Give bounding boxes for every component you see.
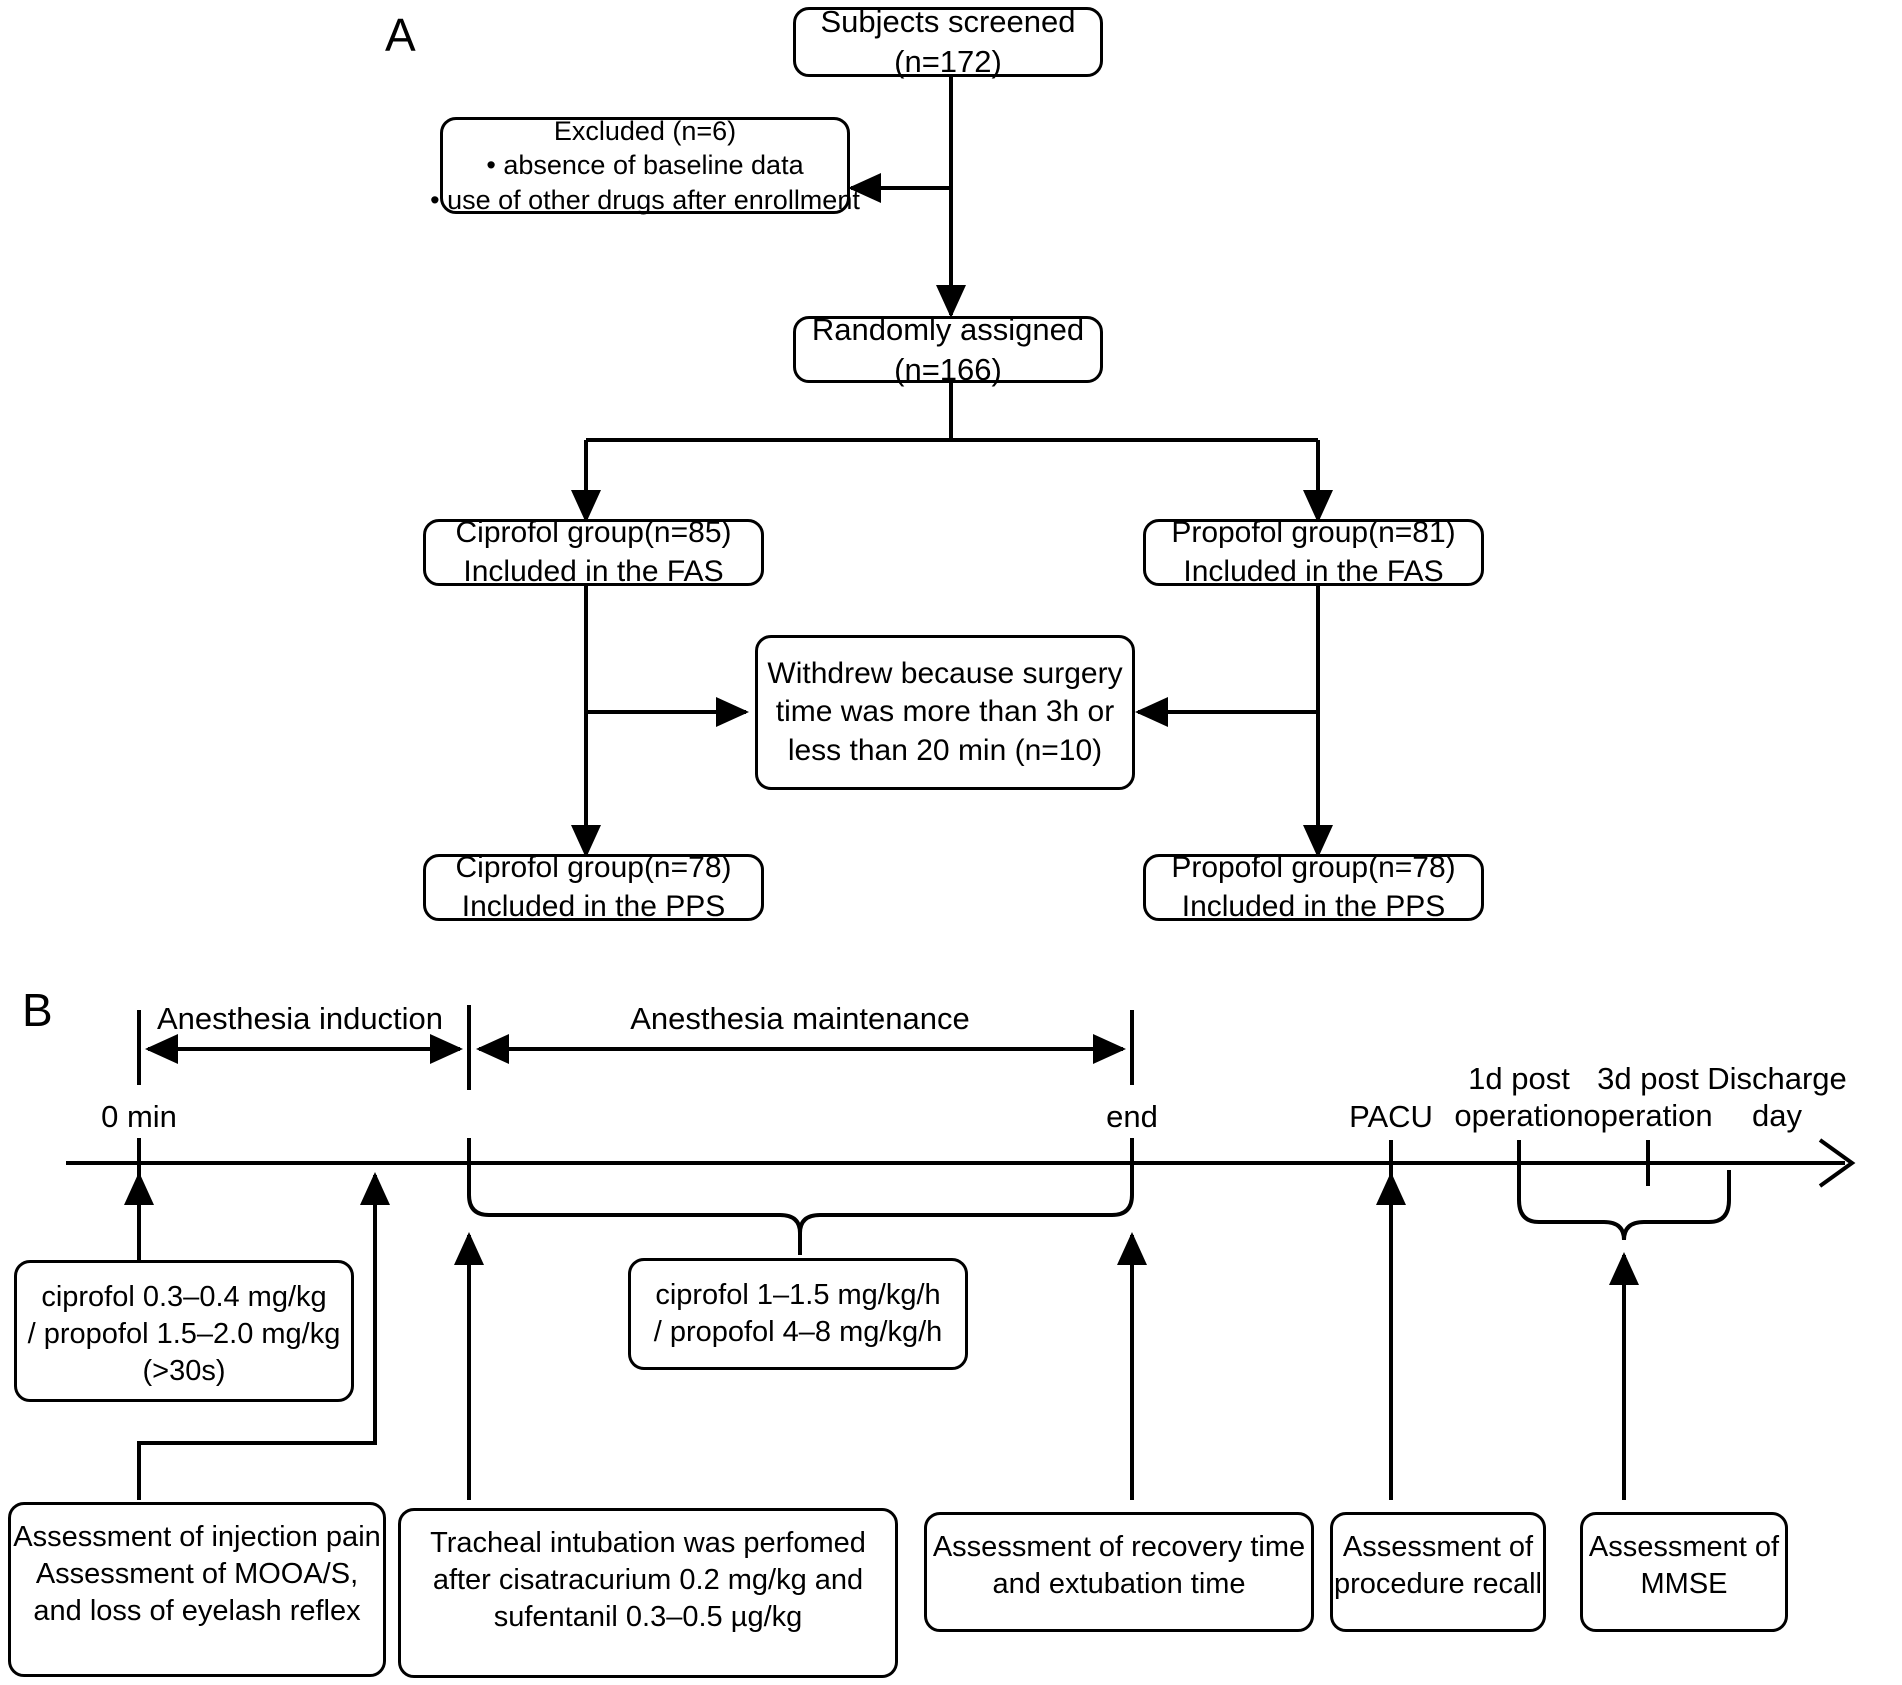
node-ciprofol-fas[interactable]: Ciprofol group(n=85) Included in the FAS [423,516,764,588]
node-line: Included in the PPS [1181,889,1446,923]
node-line: Propofol group(n=78) [1171,851,1456,885]
node-assessment-recovery-time[interactable]: Assessment of recovery time and extubati… [924,1512,1314,1632]
node-dose-maintenance[interactable]: ciprofol 1–1.5 mg/kg/h / propofol 4–8 mg… [628,1258,968,1370]
node-line: sufentanil 0.3–0.5 µg/kg [493,1601,803,1634]
node-line: Assessment of recovery time [932,1531,1306,1563]
node-line: / propofol 4–8 mg/kg/h [653,1316,943,1349]
node-assessment-intubation[interactable]: Tracheal intubation was perfomed after c… [398,1508,898,1678]
tick-label-end: end [1106,1099,1158,1134]
node-excluded[interactable]: Excluded (n=6) • absence of baseline dat… [430,115,860,215]
node-randomly-assigned[interactable]: Randomly assigned (n=166) [793,312,1103,387]
node-dose-induction[interactable]: ciprofol 0.3–0.4 mg/kg / propofol 1.5–2.… [14,1260,354,1402]
node-line: • absence of baseline data [486,150,804,181]
node-line: after cisatracurium 0.2 mg/kg and [432,1564,864,1597]
node-ciprofol-pps[interactable]: Ciprofol group(n=78) Included in the PPS [423,851,764,923]
node-line: time was more than 3h or [775,695,1115,729]
node-line: Subjects screened [820,4,1076,40]
node-line: Included in the FAS [1183,554,1444,588]
node-line: Assessment of [1342,1531,1534,1563]
node-line: Included in the PPS [461,889,726,923]
node-line: Ciprofol group(n=78) [455,851,732,885]
node-line: and extubation time [992,1568,1246,1601]
phase-label-maintenance: Anesthesia maintenance [630,1001,970,1036]
tick-label-zero-min: 0 min [101,1099,177,1134]
node-line: • use of other drugs after enrollment [430,184,860,215]
node-line: less than 20 min (n=10) [787,733,1103,767]
tick-label-1d-post-operation: 1d post operation [1454,1061,1584,1134]
node-assessment-procedure-recall[interactable]: Assessment of procedure recall [1330,1512,1546,1632]
node-line: / propofol 1.5–2.0 mg/kg [27,1318,341,1351]
node-line: Included in the FAS [463,554,724,588]
node-line: MMSE [1640,1568,1728,1601]
tick-label-pacu: PACU [1349,1099,1433,1134]
node-line: ciprofol 0.3–0.4 mg/kg [41,1281,327,1313]
tick-label-discharge-day: Discharge day [1707,1061,1847,1134]
tick-label-3d-post-operation: 3d post operation [1583,1061,1713,1134]
node-withdrew[interactable]: Withdrew because surgery time was more t… [755,635,1135,790]
node-line: Ciprofol group(n=85) [455,516,732,550]
node-line: (n=172) [894,44,1002,79]
panel-b-label: B [22,984,53,1036]
panel-a-label: A [385,9,416,61]
node-line: Assessment of injection pain [13,1521,381,1553]
node-line: Excluded (n=6) [553,115,737,146]
node-line: Assessment of [1588,1531,1780,1563]
node-line: procedure recall [1334,1568,1542,1601]
node-line: (>30s) [142,1355,226,1388]
node-assessment-injection-pain[interactable]: Assessment of injection pain Assessment … [8,1502,386,1677]
node-line: Propofol group(n=81) [1171,516,1456,550]
node-line: ciprofol 1–1.5 mg/kg/h [655,1279,941,1311]
node-assessment-mmse[interactable]: Assessment of MMSE [1580,1512,1788,1632]
phase-label-induction: Anesthesia induction [156,1001,444,1036]
node-line: Tracheal intubation was perfomed [430,1527,866,1559]
node-line: Withdrew because surgery [767,656,1123,690]
node-line: Randomly assigned [811,311,1085,347]
node-line: Assessment of MOOA/S, [35,1558,359,1591]
node-propofol-fas[interactable]: Propofol group(n=81) Included in the FAS [1143,516,1484,588]
node-line: (n=166) [894,351,1002,387]
node-subjects-screened[interactable]: Subjects screened (n=172) [793,4,1103,79]
node-propofol-pps[interactable]: Propofol group(n=78) Included in the PPS [1143,851,1484,923]
node-line: and loss of eyelash reflex [33,1595,361,1628]
